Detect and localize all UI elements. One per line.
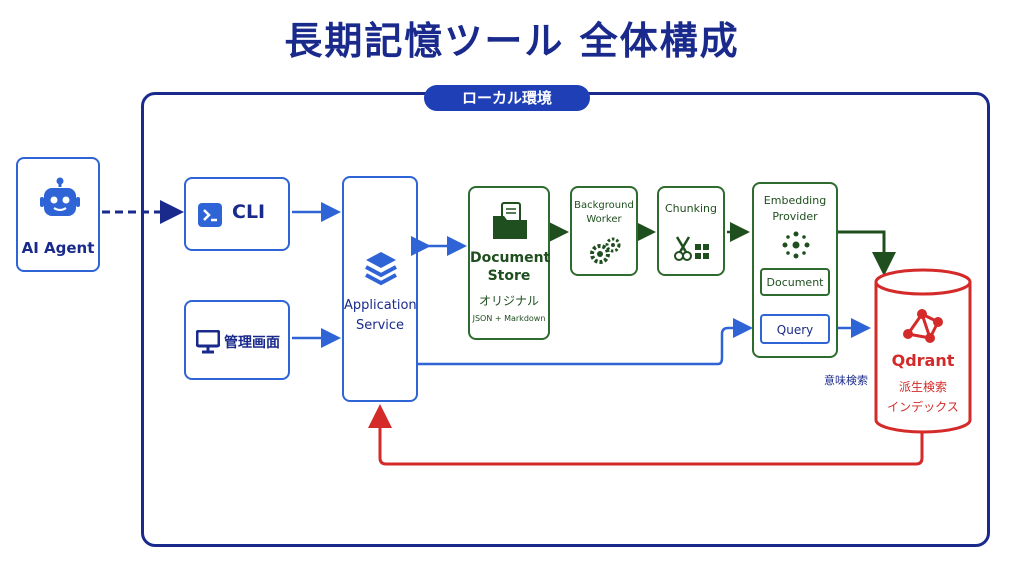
embedding-document-box: Document	[760, 268, 830, 296]
embedding-query-label: Query	[776, 323, 814, 337]
admin-screen-label: 管理画面	[224, 335, 280, 351]
qdrant-sub-2: インデックス	[887, 400, 959, 414]
folder-document-icon	[493, 202, 527, 239]
document-store-label-2: Store	[487, 268, 531, 284]
qdrant-sub-1: 派生検索	[898, 380, 947, 394]
document-store-node: Document Store オリジナル JSON + Markdown	[468, 186, 550, 340]
monitor-icon	[196, 330, 220, 354]
application-service-node: Application Service	[342, 176, 418, 402]
cli-label: CLI	[232, 201, 266, 223]
background-worker-node: Background Worker	[570, 186, 638, 276]
embedding-provider-label-1: Embedding	[763, 194, 827, 207]
embedding-query-box: Query	[760, 314, 830, 344]
qdrant-cylinder	[874, 268, 972, 434]
gears-icon	[590, 237, 621, 264]
embedding-document-label: Document	[766, 276, 824, 289]
qdrant-to-app-arrow	[368, 404, 924, 466]
document-store-label-1: Document	[470, 250, 551, 266]
app-to-query-arrow	[418, 318, 753, 366]
ai-agent-label: AI Agent	[21, 239, 95, 257]
local-environment-label: ローカル環境	[424, 85, 590, 111]
scissors-blocks-icon	[674, 236, 709, 261]
admin-screen-node: 管理画面	[184, 300, 290, 380]
qdrant-label: Qdrant	[891, 351, 955, 370]
terminal-icon	[198, 203, 222, 227]
robot-icon	[40, 177, 80, 216]
page-title: 長期記憶ツール 全体構成	[284, 19, 740, 63]
semantic-search-label: 意味検索	[824, 374, 868, 387]
chunking-node: Chunking	[657, 186, 725, 276]
chunking-label: Chunking	[665, 202, 717, 215]
layers-icon	[365, 252, 397, 286]
embedding-provider-label-2: Provider	[772, 210, 818, 223]
graph-icon	[903, 309, 943, 343]
ai-agent-node: AI Agent	[16, 157, 100, 272]
cli-node: CLI	[184, 177, 290, 251]
document-store-format: JSON + Markdown	[472, 314, 546, 323]
dots-network-icon	[782, 231, 810, 259]
embedding-provider-node: Embedding Provider Document Query	[752, 182, 838, 358]
background-worker-label-1: Background	[574, 200, 634, 211]
document-store-original: オリジナル	[478, 294, 539, 308]
background-worker-label-2: Worker	[586, 214, 622, 225]
application-service-label-1: Application	[344, 298, 417, 313]
application-service-label-2: Service	[355, 318, 405, 333]
embedding-to-qdrant-arrow	[838, 230, 896, 276]
